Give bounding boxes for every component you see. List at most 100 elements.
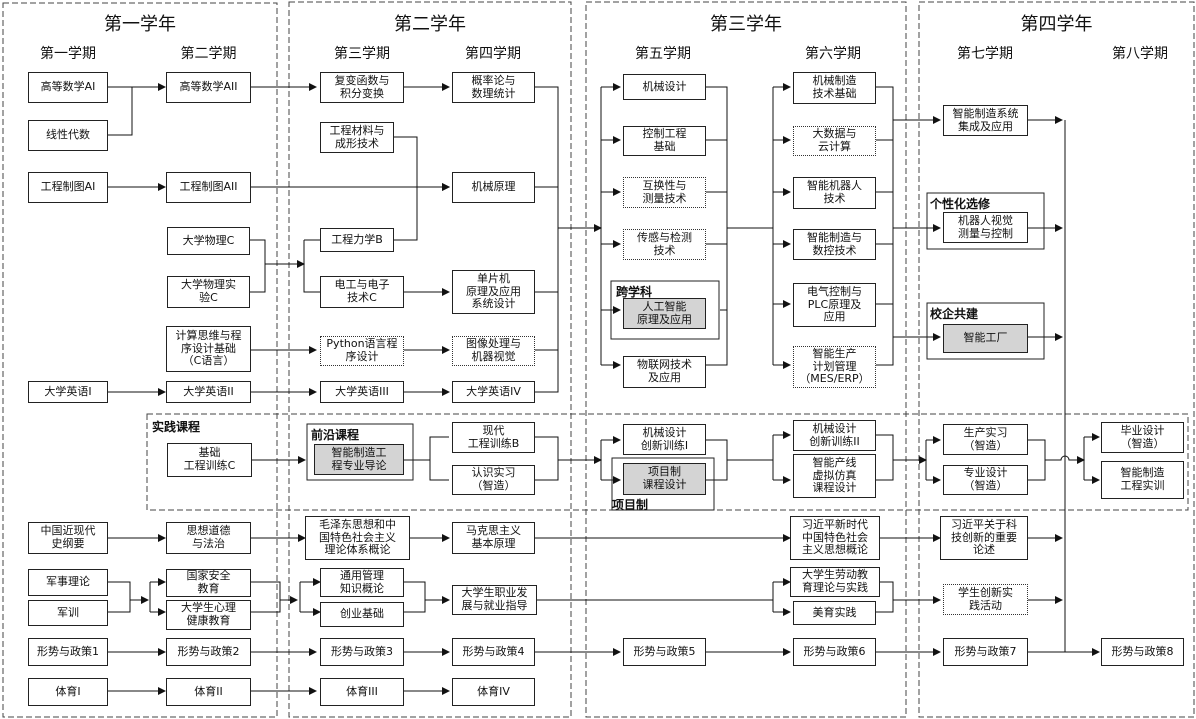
course-tolerance: 互换性与 测量技术 — [623, 177, 706, 208]
course-smart-factory: 智能工厂 — [943, 324, 1028, 353]
course-drawing-a1: 工程制图AI — [28, 172, 108, 203]
course-design-innovation-1: 机械设计 创新训练I — [623, 424, 706, 455]
course-bigdata: 大数据与 云计算 — [793, 126, 876, 156]
semester-header-2: 第二学期 — [180, 46, 237, 62]
course-intelligent-training: 智能制造 工程实训 — [1101, 461, 1184, 499]
semester-header-8: 第八学期 — [1112, 46, 1168, 62]
course-math-a1: 高等数学AI — [28, 72, 108, 103]
semester-header-6: 第六学期 — [805, 46, 861, 62]
course-entrepreneurship: 创业基础 — [320, 602, 404, 627]
course-labor-education: 大学生劳动教 育理论与实践 — [790, 567, 880, 597]
course-project-course: 项目制 课程设计 — [623, 463, 706, 495]
course-basic-training: 基础 工程训练C — [167, 443, 252, 477]
course-ai-principles: 人工智能 原理及应用 — [623, 298, 706, 329]
course-management: 通用管理 知识概论 — [320, 568, 404, 597]
course-physics: 大学物理C — [167, 227, 250, 255]
course-image-processing: 图像处理与 机器视觉 — [452, 336, 535, 366]
course-plc: 电气控制与 PLC原理及 应用 — [793, 283, 876, 327]
course-materials: 工程材料与 成形技术 — [320, 122, 394, 153]
course-english-2: 大学英语II — [166, 381, 251, 403]
course-complex-functions: 复变函数与 积分变换 — [320, 72, 404, 103]
course-robot: 智能机器人 技术 — [793, 177, 876, 209]
course-pe-1: 体育I — [28, 678, 108, 706]
course-marxism: 马克思主义 基本原理 — [452, 522, 535, 554]
interdisciplinary-frame — [610, 280, 720, 340]
course-policy-1: 形势与政策1 — [28, 638, 108, 666]
project-caption: 项目制 — [612, 498, 649, 512]
course-physics-lab: 大学物理实 验C — [167, 276, 250, 308]
course-mfg-tech: 机械制造 技术基础 — [793, 72, 876, 104]
elective-caption: 个性化选修 — [930, 197, 991, 211]
course-graduation-design: 毕业设计 （智造） — [1101, 422, 1184, 453]
course-pe-2: 体育II — [166, 678, 251, 706]
course-xi-thought: 习近平新时代 中国特色社会 主义思想概论 — [790, 516, 880, 560]
course-xi-innovation: 习近平关于科 技创新的重要 论述 — [940, 516, 1028, 560]
course-cognition-practice: 认识实习 （智造） — [452, 465, 535, 495]
year-header-3: 第三学年 — [710, 14, 782, 35]
course-policy-3: 形势与政策3 — [320, 638, 404, 666]
semester-header-1: 第一学期 — [40, 46, 96, 62]
course-probability: 概率论与 数理统计 — [452, 72, 535, 103]
course-military-training: 军训 — [28, 600, 108, 626]
course-machine-design: 机械设计 — [623, 74, 706, 100]
course-electrical: 电工与电子 技术C — [320, 276, 404, 308]
course-military-theory: 军事理论 — [28, 569, 108, 596]
course-history: 中国近现代 史纲要 — [28, 522, 108, 554]
course-mechanism: 机械原理 — [452, 172, 535, 203]
course-specialty-design: 专业设计 （智造） — [943, 465, 1028, 495]
course-math-a2: 高等数学AII — [166, 72, 251, 103]
course-english-4: 大学英语IV — [452, 381, 535, 403]
course-mental-health: 大学生心理 健康教育 — [166, 600, 251, 630]
course-production-practice: 生产实习 （智造） — [943, 424, 1028, 455]
semester-header-5: 第五学期 — [635, 46, 691, 62]
course-mcu: 单片机 原理及应用 系统设计 — [452, 270, 535, 314]
course-english-3: 大学英语III — [320, 381, 404, 403]
course-drawing-a2: 工程制图AII — [166, 172, 251, 203]
course-production-line: 智能产线 虚拟仿真 课程设计 — [793, 454, 876, 498]
year-frame-2 — [288, 1, 572, 718]
course-aesthetics: 美育实践 — [793, 601, 876, 625]
frontier-frame — [306, 423, 414, 481]
enterprise-frame — [926, 302, 1045, 360]
course-intro-intelligent: 智能制造工 程专业导论 — [314, 444, 404, 475]
course-computational-thinking: 计算思维与程 序设计基础 （C语言） — [166, 326, 251, 372]
semester-header-3: 第三学期 — [334, 46, 390, 62]
course-mechanics-b: 工程力学B — [320, 228, 394, 252]
course-national-security: 国家安全 教育 — [166, 569, 251, 597]
course-policy-4: 形势与政策4 — [452, 638, 535, 666]
connector-lines — [108, 83, 1100, 695]
year-frame-4 — [918, 1, 1195, 718]
course-career: 大学生职业发 展与就业指导 — [452, 585, 537, 615]
course-mes: 智能生产 计划管理 （MES/ERP） — [793, 346, 876, 388]
enterprise-caption: 校企共建 — [930, 307, 979, 321]
semester-header-4: 第四学期 — [465, 46, 521, 62]
course-iot: 物联网技术 及应用 — [623, 356, 706, 388]
year-frame-3 — [585, 1, 907, 718]
elective-frame — [926, 192, 1045, 250]
course-student-innovation: 学生创新实 践活动 — [943, 584, 1028, 615]
course-policy-5: 形势与政策5 — [623, 638, 706, 666]
interdisciplinary-caption: 跨学科 — [616, 285, 653, 299]
course-policy-8: 形势与政策8 — [1101, 638, 1184, 666]
course-mao-theory: 毛泽东思想和中 国特色社会主义 理论体系概论 — [305, 516, 410, 560]
frontier-caption: 前沿课程 — [311, 428, 360, 442]
course-design-innovation-2: 机械设计 创新训练II — [793, 420, 876, 451]
year-header-1: 第一学年 — [104, 14, 176, 35]
course-system-integration: 智能制造系统 集成及应用 — [943, 105, 1028, 136]
course-ethics-law: 思想道德 与法治 — [166, 522, 251, 554]
course-pe-4: 体育IV — [452, 678, 535, 706]
course-policy-7: 形势与政策7 — [943, 638, 1028, 666]
course-pe-3: 体育III — [320, 678, 404, 706]
course-nc: 智能制造与 数控技术 — [793, 229, 876, 260]
course-linear-algebra: 线性代数 — [28, 120, 108, 151]
course-robot-vision: 机器人视觉 测量与控制 — [943, 212, 1028, 243]
course-sensing: 传感与检测 技术 — [623, 229, 706, 260]
group-frames — [306, 192, 1045, 511]
year-header-4: 第四学年 — [1020, 14, 1093, 35]
project-frame — [611, 457, 715, 511]
course-policy-2: 形势与政策2 — [166, 638, 251, 666]
practice-caption: 实践课程 — [152, 420, 201, 434]
course-english-1: 大学英语I — [28, 381, 108, 403]
